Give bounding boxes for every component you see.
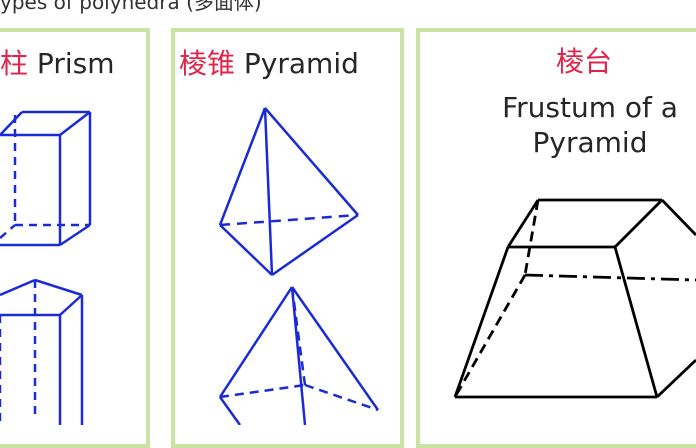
frustum-title-zh: 棱台 <box>556 45 613 78</box>
prism-title-zh: 柱 <box>0 47 29 80</box>
prism-title: 柱 Prism <box>0 50 114 78</box>
pyramid-panel <box>171 28 404 448</box>
prism-panel <box>0 28 150 448</box>
frustum-title-en: Frustum of a Pyramid <box>502 91 678 159</box>
header-partial-text: ypes of polyhedra (多面体) <box>0 0 262 14</box>
pyramid-title: 棱锥 Pyramid <box>179 50 359 78</box>
pyramid-title-zh: 棱锥 <box>179 47 236 80</box>
prism-title-en: Prism <box>36 47 115 80</box>
pyramid-title-en: Pyramid <box>243 47 359 80</box>
